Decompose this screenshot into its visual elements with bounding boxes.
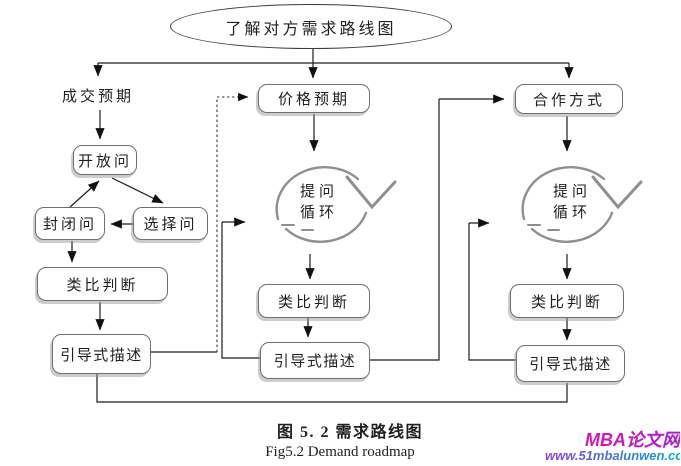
node-analogy-judgment-left: 类比判断 xyxy=(37,267,168,301)
question-loop-middle-line2: 循环 xyxy=(299,204,338,221)
node-root-label: 了解对方需求路线图 xyxy=(225,20,397,38)
watermark-site-name: MBA论文网 xyxy=(540,426,680,452)
question-loop-middle-line1: 提问 xyxy=(299,183,338,200)
feedback-right-loop-connector xyxy=(468,218,516,361)
feedback-left-to-price-connector xyxy=(151,92,249,353)
middle-to-cooperation-connector xyxy=(360,94,505,361)
question-loop-right-line1: 提问 xyxy=(552,183,591,200)
node-analogy-judgment-middle-label: 类比判断 xyxy=(277,293,350,311)
figure-caption-zh: 图 5. 2 需求路线图 xyxy=(276,424,423,441)
node-choice-question-label: 选择问 xyxy=(143,216,198,233)
node-guided-description-left: 引导式描述 xyxy=(52,334,151,374)
node-closed-question: 封闭问 xyxy=(35,207,105,240)
node-guided-description-right-label: 引导式描述 xyxy=(529,356,612,373)
node-deal-expectation-label: 成交预期 xyxy=(61,87,134,105)
node-cooperation-mode: 合作方式 xyxy=(515,84,623,114)
node-price-expectation-label: 价格预期 xyxy=(277,91,350,108)
node-choice-question: 选择问 xyxy=(133,207,208,240)
left-column-connectors xyxy=(67,110,164,331)
question-loop-middle-icon xyxy=(275,166,397,243)
question-loop-right-line2: 循环 xyxy=(552,204,591,221)
node-analogy-judgment-right: 类比判断 xyxy=(510,284,624,318)
node-guided-description-middle: 引导式描述 xyxy=(260,342,370,379)
bottom-return-connector xyxy=(96,373,568,403)
node-open-question-label: 开放问 xyxy=(77,152,132,170)
node-guided-description-middle-label: 引导式描述 xyxy=(273,353,357,370)
question-loop-right-icon xyxy=(521,166,643,243)
node-deal-expectation: 成交预期 xyxy=(58,85,138,105)
node-closed-question-label: 封闭问 xyxy=(42,216,97,233)
node-open-question: 开放问 xyxy=(73,145,137,175)
node-guided-description-left-label: 引导式描述 xyxy=(60,346,143,364)
node-analogy-judgment-middle: 类比判断 xyxy=(258,284,370,318)
node-cooperation-mode-label: 合作方式 xyxy=(532,91,605,109)
question-loop-right-label: 提问 循环 xyxy=(532,181,612,223)
node-price-expectation: 价格预期 xyxy=(258,84,370,113)
question-loop-middle-label: 提问 循环 xyxy=(279,181,359,223)
node-root-ellipse: 了解对方需求路线图 xyxy=(170,4,452,49)
node-guided-description-right: 引导式描述 xyxy=(516,345,625,382)
middle-column-connectors xyxy=(303,114,319,338)
node-analogy-judgment-left-label: 类比判断 xyxy=(66,276,139,294)
feedback-middle-loop-connector xyxy=(221,217,260,359)
watermark-site-url: www.51mbalunwen.com xyxy=(545,448,681,463)
node-analogy-judgment-right-label: 类比判断 xyxy=(530,293,603,311)
figure-caption-en: Fig5.2 Demand roadmap xyxy=(265,444,415,460)
top-branch-connector xyxy=(93,49,574,79)
